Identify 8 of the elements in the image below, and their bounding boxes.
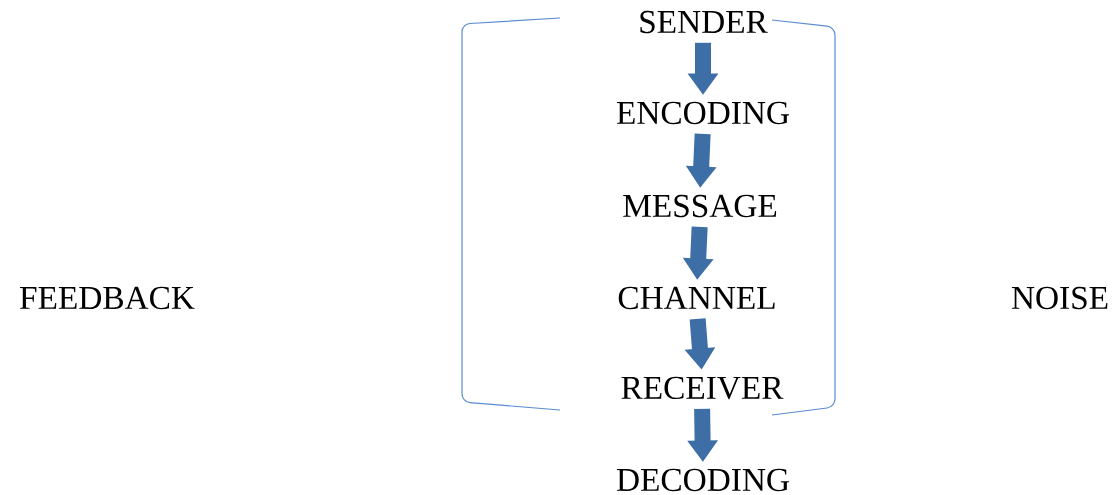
step-label: RECEIVER <box>621 376 784 400</box>
step-label: ENCODING <box>616 101 789 125</box>
side-label: FEEDBACK <box>20 286 195 310</box>
side-label: NOISE <box>1011 286 1108 310</box>
step-label: CHANNEL <box>618 286 775 310</box>
step-label: DECODING <box>616 468 789 492</box>
step-label: SENDER <box>640 10 768 34</box>
step-label: MESSAGE <box>623 194 777 218</box>
